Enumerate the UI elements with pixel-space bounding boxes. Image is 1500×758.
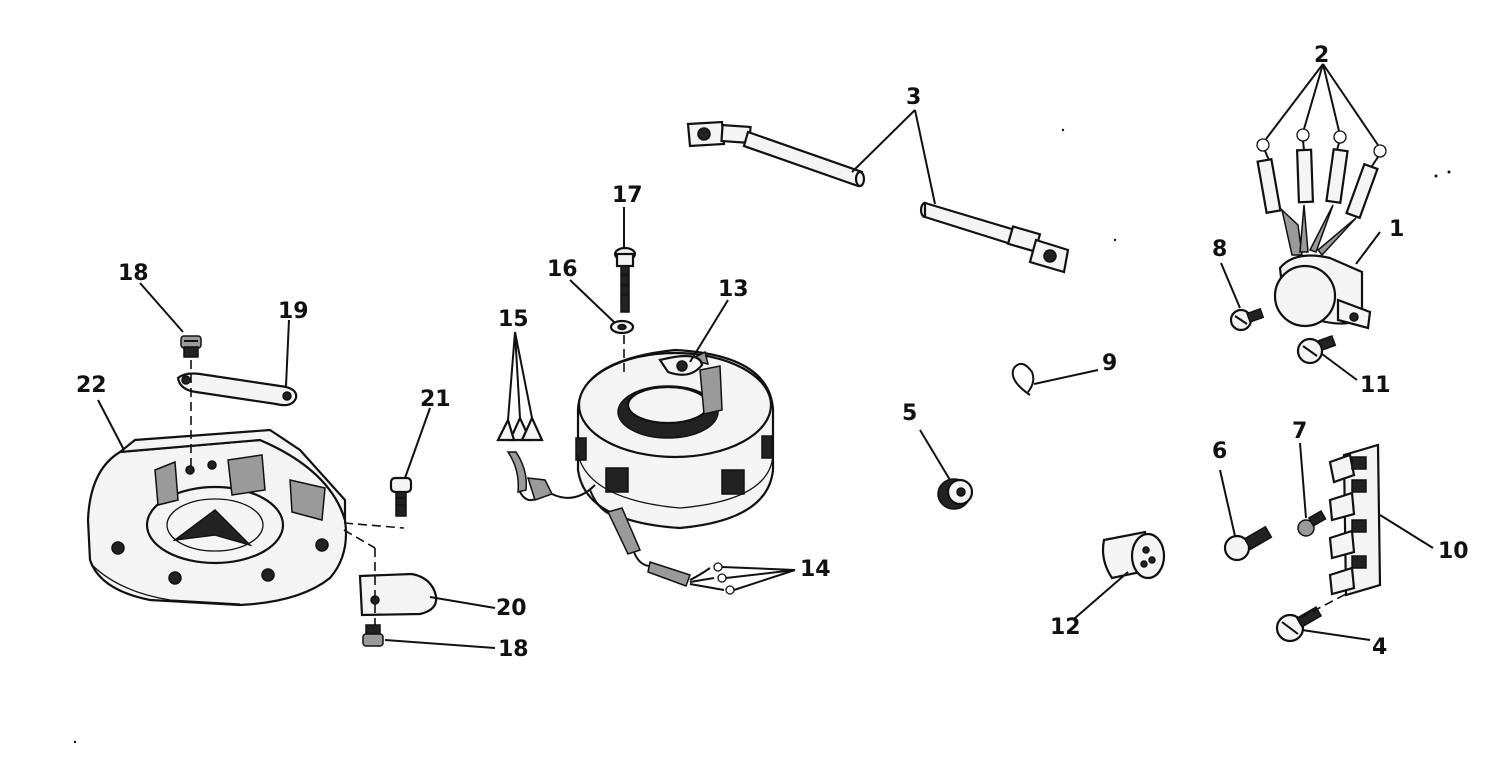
callout-7: 7 xyxy=(1292,419,1307,444)
callout-2: 2 xyxy=(1314,43,1329,68)
callout-17: 17 xyxy=(612,183,643,208)
callout-15: 15 xyxy=(498,307,529,332)
part-7-screw xyxy=(1297,510,1327,537)
callout-9: 9 xyxy=(1102,351,1117,376)
part-6-bolt xyxy=(1223,525,1273,562)
assembly-lines xyxy=(190,335,1347,625)
callout-6: 6 xyxy=(1212,439,1227,464)
part-16-washer xyxy=(609,319,635,335)
callout-11: 11 xyxy=(1360,373,1391,398)
callout-20: 20 xyxy=(496,596,527,621)
callout-18-top: 18 xyxy=(118,261,149,286)
leader-lines xyxy=(97,63,1434,649)
part-17-long-screw xyxy=(613,246,637,313)
part-20-plate xyxy=(358,572,438,617)
part-14-leads xyxy=(589,489,735,595)
callout-12: 12 xyxy=(1050,615,1081,640)
callout-18-bottom: 18 xyxy=(498,637,529,662)
part-21-screw xyxy=(389,476,413,517)
part-9-clip xyxy=(1011,362,1035,396)
callout-16: 16 xyxy=(547,257,578,282)
part-10-terminal-block xyxy=(1328,443,1382,597)
callout-8: 8 xyxy=(1212,237,1227,262)
part-18-screw-top xyxy=(180,335,202,358)
part-11-screw xyxy=(1296,334,1337,365)
callout-14: 14 xyxy=(800,557,831,582)
callout-10: 10 xyxy=(1438,539,1469,564)
callout-5: 5 xyxy=(902,401,917,426)
callout-13: 13 xyxy=(718,277,749,302)
part-1-rectifier xyxy=(1273,254,1372,330)
part-15-leads xyxy=(496,415,596,501)
callout-4: 4 xyxy=(1372,635,1387,660)
part-4-screw xyxy=(1275,606,1323,643)
part-13-stator xyxy=(575,348,775,530)
part-22-base-plate xyxy=(86,428,348,607)
part-5-grommet xyxy=(937,478,974,510)
part-3-lead-lower xyxy=(919,201,1070,274)
callout-labels: 1 2 3 4 5 6 7 8 9 10 11 12 13 14 15 16 1… xyxy=(76,43,1469,662)
callout-19: 19 xyxy=(278,299,309,324)
callout-21: 21 xyxy=(420,387,451,412)
part-19-bracket xyxy=(176,372,298,407)
part-2-lead-wires xyxy=(1256,128,1387,257)
part-12-connector xyxy=(1101,530,1166,580)
callout-1: 1 xyxy=(1389,217,1404,242)
callout-22: 22 xyxy=(76,373,107,398)
callout-3: 3 xyxy=(906,85,921,110)
scan-specks xyxy=(73,128,1451,744)
part-8-screw xyxy=(1229,307,1265,332)
part-3-lead-upper xyxy=(686,120,866,188)
part-18-screw-bottom xyxy=(362,624,384,647)
